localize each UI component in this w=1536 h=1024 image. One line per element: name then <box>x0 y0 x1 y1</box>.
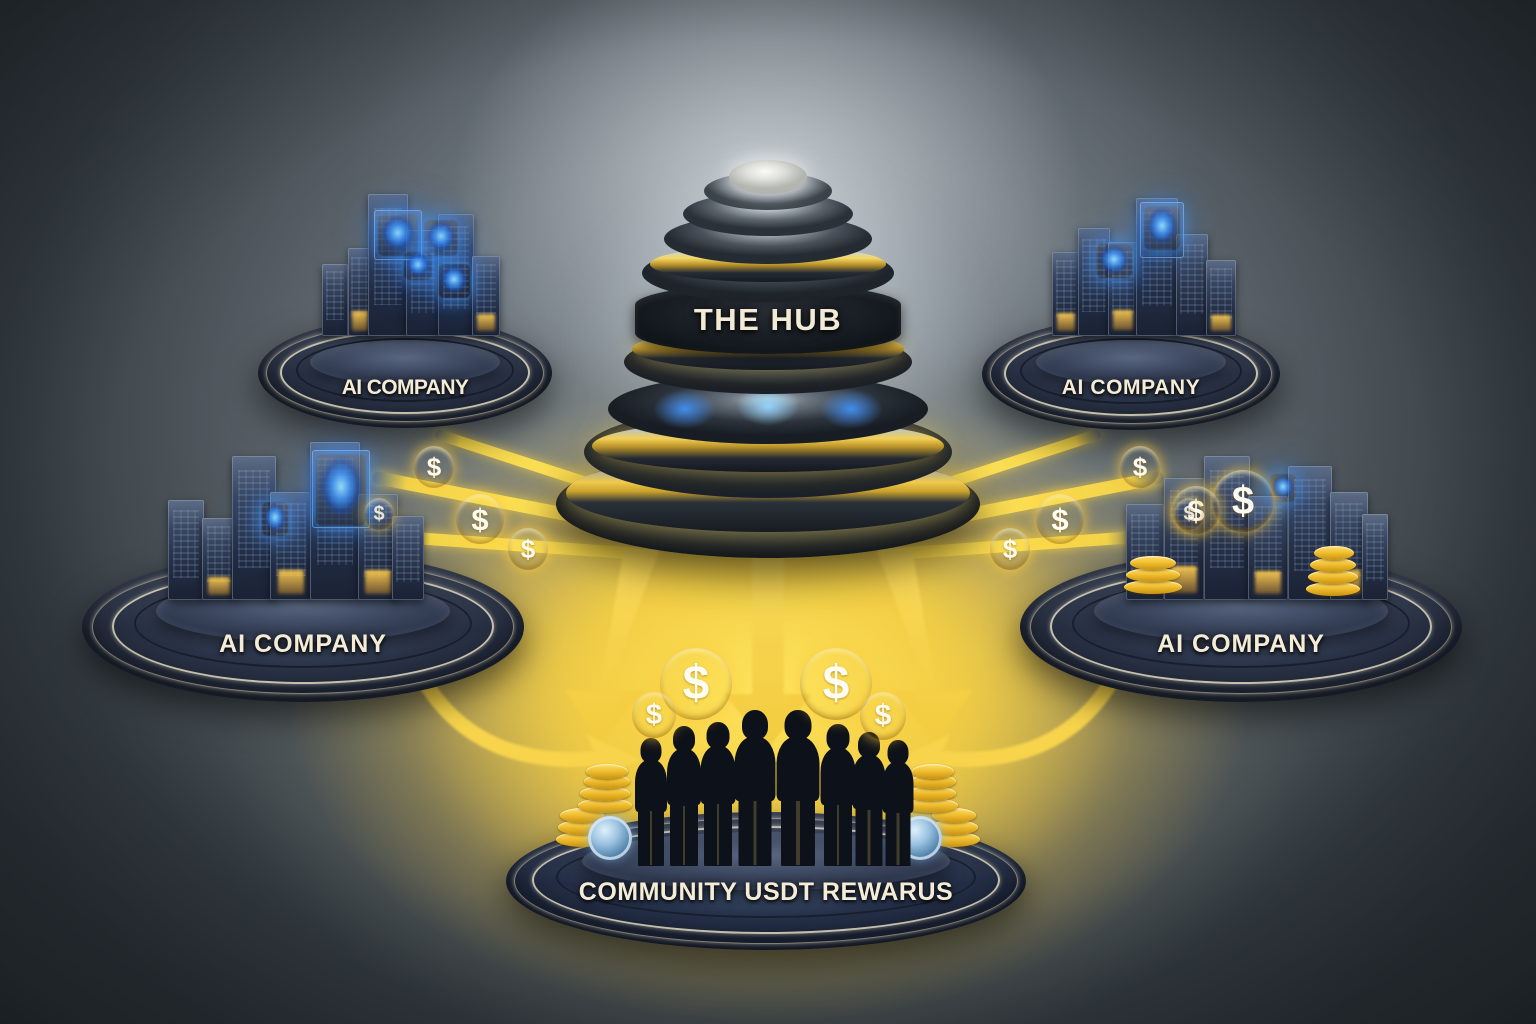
person-silhouette <box>666 726 702 866</box>
building <box>1052 252 1080 336</box>
hub-title: THE HUB <box>693 302 843 337</box>
dollar-coin: $ <box>508 528 548 570</box>
holo-check-icon <box>262 502 288 536</box>
platform-label-top-right: AI COMPANY <box>1061 376 1201 399</box>
reward-coin-small-left: $ <box>632 692 676 738</box>
holo-ai-figure-icon <box>316 454 366 526</box>
dollar-coin: $ <box>1212 470 1274 532</box>
person-silhouette <box>820 724 856 866</box>
platform-label-middle-right: AI COMPANY <box>1157 630 1325 658</box>
dollar-coin: $ <box>1174 498 1204 530</box>
city-top-right <box>1050 186 1246 336</box>
building <box>1206 260 1236 336</box>
coin-stack <box>1306 536 1362 598</box>
holo-ai-brain-icon <box>1144 206 1180 250</box>
building <box>168 500 204 600</box>
dollar-coin: $ <box>990 528 1030 570</box>
platform-label-community: COMMUNITY USDT REWARUS <box>578 878 954 906</box>
person-silhouette <box>700 722 736 866</box>
holo-network-icon <box>438 264 470 298</box>
dollar-coin: $ <box>364 498 394 530</box>
person-silhouette <box>734 710 776 866</box>
person-silhouette <box>852 732 886 866</box>
building <box>322 264 348 336</box>
holo-ai-icon <box>1270 474 1296 502</box>
coin-stack <box>1124 546 1184 594</box>
city-middle-right: $ $ <box>1120 440 1390 600</box>
platform-label-middle-left: AI COMPANY <box>219 630 387 658</box>
platform-label-top-left: AI COMPANY <box>341 376 469 399</box>
dollar-coin: $ <box>456 494 504 544</box>
holo-core-icon <box>404 252 432 280</box>
dollar-coin: $ <box>1036 494 1084 544</box>
person-silhouette <box>776 710 820 866</box>
building <box>472 256 500 336</box>
hub-beacon-cap <box>729 160 807 194</box>
holo-ai-node-icon <box>1096 244 1132 278</box>
building <box>202 518 236 600</box>
community-crowd <box>630 710 914 866</box>
holo-ai-node-icon <box>424 220 458 256</box>
building <box>392 516 424 600</box>
person-silhouette <box>634 738 668 866</box>
dollar-coin: $ <box>1120 446 1160 488</box>
building <box>1362 514 1388 600</box>
crypto-token-left <box>588 816 632 860</box>
central-hub[interactable]: THE HUB <box>556 150 980 558</box>
dollar-coin: $ <box>414 446 454 488</box>
reward-coin-small-right: $ <box>860 692 906 740</box>
person-silhouette <box>882 740 914 866</box>
holo-ai-brain-icon <box>378 214 418 256</box>
city-top-left <box>318 186 508 336</box>
